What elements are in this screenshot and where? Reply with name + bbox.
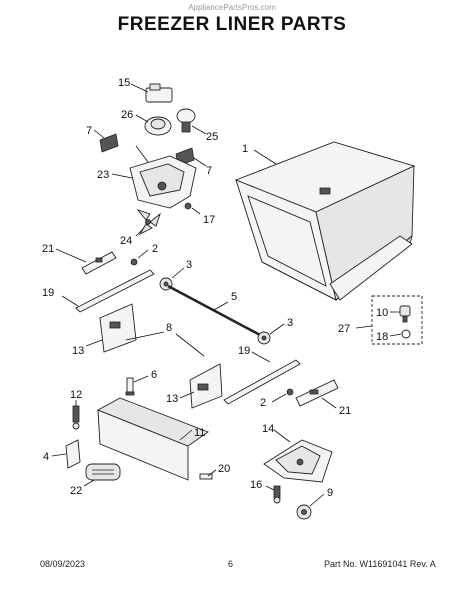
part-21-rail-upper	[55, 248, 117, 275]
callout-26: 26	[121, 109, 133, 121]
part-23-fan-housing	[111, 145, 197, 209]
callout-15: 15	[118, 77, 130, 89]
callout-25: 25	[206, 131, 218, 143]
callout-21: 21	[42, 243, 54, 255]
callout-9: 9	[327, 487, 333, 499]
callout-19: 19	[238, 345, 250, 357]
part-8-leader	[125, 331, 205, 357]
part-14-mount-bracket	[263, 429, 333, 483]
callout-10: 10	[376, 307, 388, 319]
footer-part-number: Part No. W11691041 Rev. A	[324, 559, 436, 569]
part-22-vent-grille	[83, 463, 121, 487]
footer-page-number: 6	[228, 559, 234, 569]
part-24-fan-blade	[135, 209, 161, 237]
part-11-cover-panel	[96, 397, 209, 481]
callout-19: 19	[42, 287, 54, 299]
part-3-roller-upper	[159, 267, 185, 291]
callout-7: 7	[206, 165, 212, 177]
part-13-bracket-lower	[179, 363, 223, 409]
part-2-clip-upper	[130, 249, 149, 266]
callout-17: 17	[203, 214, 215, 226]
callout-3: 3	[186, 259, 192, 271]
callout-22: 22	[70, 485, 82, 497]
callout-1: 1	[242, 143, 248, 155]
part-1-freezer-liner	[234, 141, 416, 301]
part-13-bracket-upper	[85, 303, 137, 353]
part-3-roller-lower	[257, 323, 285, 345]
part-17-screw	[184, 202, 201, 215]
callout-23: 23	[97, 169, 109, 181]
part-12-screw	[72, 400, 80, 430]
part-5-axle-rod	[167, 284, 263, 338]
callout-13: 13	[72, 345, 84, 357]
callout-2: 2	[260, 397, 266, 409]
part-4-tab	[51, 439, 81, 469]
part-6-pin	[125, 375, 149, 396]
part-19-slide-lower	[223, 351, 301, 405]
callout-11: 11	[194, 427, 205, 439]
page-title: FREEZER LINER PARTS	[117, 14, 347, 35]
callout-3: 3	[287, 317, 293, 329]
part-2-clip-lower	[271, 388, 294, 403]
part-7-pad-left	[93, 129, 119, 153]
watermark: AppliancePartsPros.com	[188, 3, 276, 12]
callout-5: 5	[231, 291, 237, 303]
callout-27: 27	[338, 323, 350, 335]
part-16-fastener	[265, 485, 281, 504]
callout-8: 8	[166, 322, 172, 334]
part-15-bracket	[130, 83, 173, 103]
callout-6: 6	[151, 369, 157, 381]
callout-12: 12	[70, 389, 82, 401]
callout-16: 16	[250, 479, 262, 491]
part-25-sensor	[176, 108, 207, 135]
callout-2: 2	[152, 243, 158, 255]
part-20-pin	[199, 469, 217, 480]
footer-date: 08/09/2023	[40, 559, 86, 569]
part-9-wheel	[296, 493, 325, 520]
part-26-motor	[135, 114, 172, 136]
callout-24: 24	[120, 235, 132, 247]
callout-7: 7	[86, 125, 92, 137]
callout-14: 14	[262, 423, 274, 435]
callout-18: 18	[376, 331, 388, 343]
callout-21: 21	[339, 405, 351, 417]
part-21-rail-lower	[295, 379, 339, 409]
callout-20: 20	[218, 463, 230, 475]
part-27-kit-box	[355, 295, 423, 345]
callout-4: 4	[43, 451, 49, 463]
callout-13: 13	[166, 393, 178, 405]
part-19-slide-upper	[61, 269, 155, 313]
